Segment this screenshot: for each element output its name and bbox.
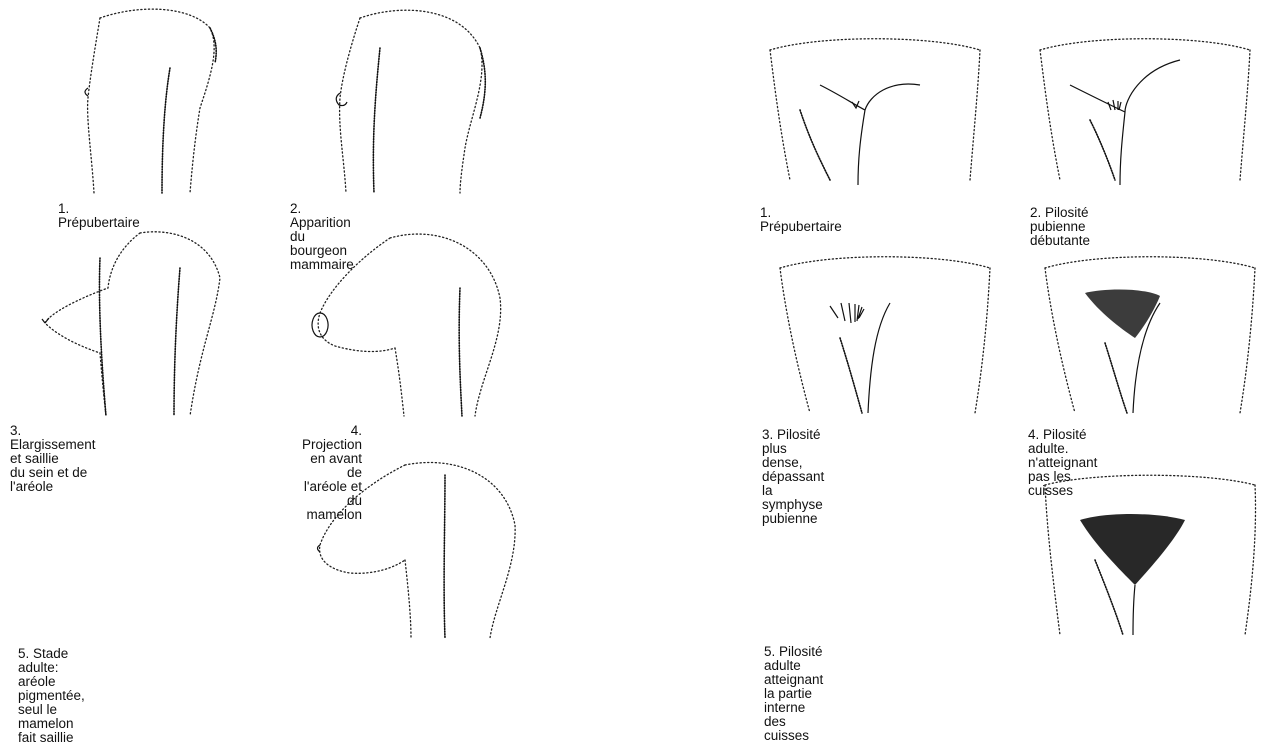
breast-stage-1-caption: 1. Prépubertaire (58, 202, 140, 230)
pubic-stage-3-illustration (770, 248, 1000, 418)
pubic-stage-3-caption: 3. Pilosité plus dense, dépassant la sym… (762, 428, 824, 526)
pubic-stage-5-caption: 5. Pilosité adulte atteignant la partie … (764, 645, 823, 743)
breast-stage-3-illustration (40, 228, 230, 418)
pubic-stage-2-caption: 2. Pilosité pubienne débutante (1030, 206, 1090, 248)
breast-stage-1-illustration (70, 8, 230, 198)
pubic-stage-1-caption: 1. Prépubertaire (760, 206, 842, 234)
breast-stage-2-illustration (320, 8, 500, 198)
pubic-stage-1-illustration (760, 30, 990, 190)
breast-stage-2-caption: 2. Apparition du bourgeon mammaire (290, 202, 354, 272)
pubic-stage-2-illustration (1030, 30, 1260, 190)
pubic-stage-4-caption: 4. Pilosité adulte. n'atteignant pas les… (1028, 428, 1097, 498)
breast-stage-4-caption: 4. Projection en avant de l'aréole et du… (302, 424, 362, 522)
breast-stage-5-caption: 5. Stade adulte: aréole pigmentée, seul … (18, 647, 85, 745)
pubic-stage-4-illustration (1035, 248, 1265, 418)
breast-stage-3-caption: 3. Elargissement et saillie du sein et d… (10, 424, 96, 494)
